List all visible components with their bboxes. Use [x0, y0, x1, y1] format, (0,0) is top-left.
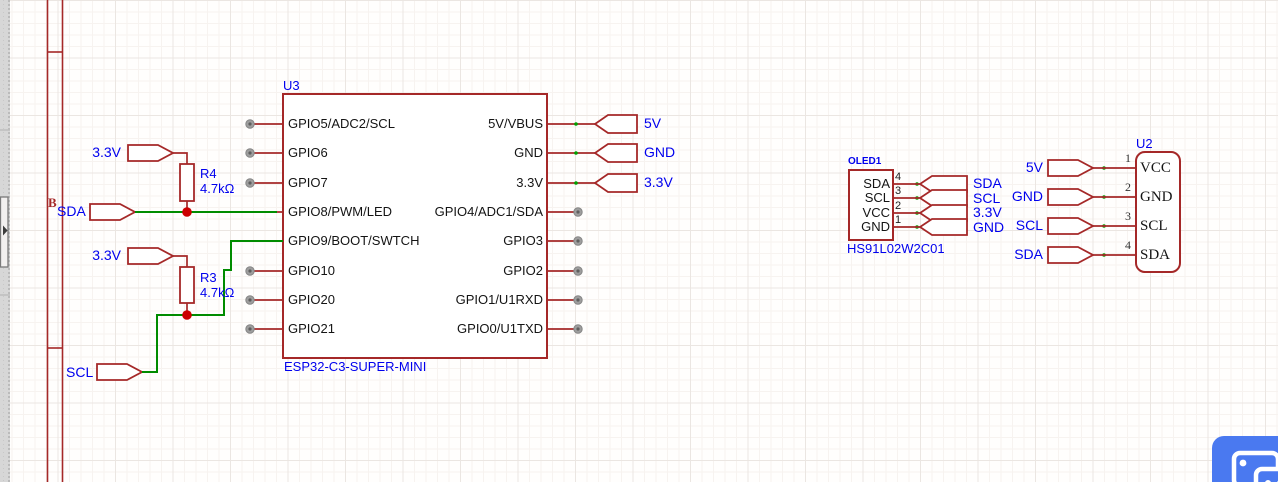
u3-refdes[interactable]: U3 [283, 78, 300, 93]
u3-pin-name: GPIO4/ADC1/SDA [434, 204, 543, 219]
resistor-r3 [179, 266, 195, 304]
sheet-row-label: B [48, 195, 57, 210]
net-flag-5v [593, 114, 638, 134]
u3-pin-name: GPIO8/PWM/LED [288, 204, 393, 219]
net-flag-sda [89, 203, 137, 221]
u2-net-flags [1047, 159, 1095, 264]
u3-pin-name: GPIO0/U1TXD [457, 321, 543, 336]
u2-pin-name: SCL [1140, 218, 1168, 234]
junction-dot-sda [182, 207, 192, 217]
net-label-5v[interactable]: 5V [644, 115, 662, 131]
unconnected-pin-dots [245, 119, 583, 334]
u2-outline [1135, 151, 1181, 273]
sheet-border [46, 0, 64, 482]
panel-expand-arrow-icon [3, 225, 8, 236]
oled1-pin-name: SDA [863, 176, 890, 191]
net-label-oled-scl[interactable]: SCL [973, 190, 1001, 206]
net-flag-scl [96, 363, 144, 381]
oled1-symbol[interactable] [848, 169, 968, 241]
u2-symbol[interactable] [1047, 151, 1181, 273]
oled1-pin-name: SCL [864, 190, 890, 205]
oled1-pin-name: VCC [862, 205, 890, 220]
u3-pin-name: GPIO7 [288, 175, 328, 190]
net-label-gnd[interactable]: GND [644, 144, 676, 160]
u3-pin-name: GND [514, 145, 543, 160]
net-flag-3v3-top [127, 144, 175, 162]
junction-dot-scl [182, 310, 192, 320]
chat-feedback-icon [1231, 450, 1278, 482]
oled1-outline [848, 169, 894, 241]
u2-pin-number: 1 [1125, 151, 1131, 165]
u3-right-pin-wires[interactable] [547, 123, 595, 330]
u2-pin-number: 3 [1125, 209, 1131, 223]
u3-left-pin-wires[interactable] [254, 123, 283, 330]
u3-pin-name: GPIO5/ADC2/SCL [288, 116, 395, 131]
net-label-u2-scl[interactable]: SCL [1015, 217, 1043, 233]
net-label-u2-gnd[interactable]: GND [1011, 188, 1043, 204]
feedback-button[interactable] [1212, 436, 1278, 482]
net-flag-u2-gnd [1047, 188, 1095, 206]
net-flag-3v3 [593, 173, 638, 193]
net-flag-oled-gnd [918, 218, 968, 236]
u3-pin-name: 5V/VBUS [488, 116, 543, 131]
r4-value[interactable]: 4.7kΩ [200, 181, 235, 196]
r4-refdes[interactable]: R4 [200, 166, 217, 181]
u3-pin-name: GPIO1/U1RXD [455, 292, 543, 307]
u3-pin-name: GPIO3 [503, 233, 543, 248]
net-label-oled-gnd[interactable]: GND [973, 219, 1005, 235]
oled1-pin-name: GND [861, 219, 890, 234]
oled1-refdes[interactable]: OLED1 [848, 156, 882, 167]
net-label-sda[interactable]: SDA [57, 203, 86, 219]
oled1-pin-number: 4 [895, 171, 902, 183]
r3-value[interactable]: 4.7kΩ [200, 285, 235, 300]
connection-ticks [574, 122, 1106, 257]
u2-refdes[interactable]: U2 [1136, 136, 1153, 151]
r3-refdes[interactable]: R3 [200, 270, 217, 285]
oled1-pin-number: 2 [895, 200, 902, 212]
u3-pin-name: 3.3V [516, 175, 543, 190]
net-label-3v3-bottom[interactable]: 3.3V [92, 247, 121, 263]
oled1-pin-number: 3 [895, 185, 902, 197]
oled1-pin-number: 1 [895, 214, 902, 226]
net-label-scl[interactable]: SCL [66, 364, 94, 380]
u3-pin-name: GPIO6 [288, 145, 328, 160]
u3-value[interactable]: ESP32-C3-SUPER-MINI [284, 359, 427, 374]
u2-pin-name: SDA [1140, 247, 1171, 263]
net-flag-gnd [593, 143, 638, 163]
u3-symbol-outline[interactable] [282, 93, 548, 359]
net-flag-u2-scl [1047, 217, 1095, 235]
net-flag-u2-sda [1047, 246, 1095, 264]
oled1-net-flags [918, 175, 968, 236]
pullup-network[interactable] [89, 144, 195, 381]
oled1-value[interactable]: HS91L02W2C01 [847, 241, 945, 256]
net-label-u2-sda[interactable]: SDA [1014, 246, 1043, 262]
net-label-3v3[interactable]: 3.3V [644, 174, 673, 190]
wire-scl [142, 240, 283, 373]
net-flag-oled-scl [918, 189, 968, 207]
resistor-r4 [179, 163, 195, 202]
u3-pin-name: GPIO21 [288, 321, 335, 336]
u3-right-net-flags[interactable] [593, 114, 638, 193]
net-wires[interactable] [135, 211, 283, 373]
left-panel-strip[interactable] [0, 0, 10, 482]
net-label-oled-sda[interactable]: SDA [973, 175, 1002, 191]
net-flag-u2-5v [1047, 159, 1095, 177]
u3-pin-name: GPIO10 [288, 263, 335, 278]
u3-pin-name: GPIO20 [288, 292, 335, 307]
net-label-oled-3v3[interactable]: 3.3V [973, 204, 1002, 220]
u2-pin-name: GND [1140, 189, 1173, 205]
net-label-3v3-top[interactable]: 3.3V [92, 144, 121, 160]
u3-pin-name: GPIO9/BOOT/SWTCH [288, 233, 420, 248]
u3-pin-name: GPIO2 [503, 263, 543, 278]
net-label-u2-5v[interactable]: 5V [1025, 159, 1043, 175]
u2-pin-name: VCC [1140, 160, 1171, 176]
net-flag-3v3-bottom [127, 247, 175, 265]
u2-pin-number: 4 [1125, 238, 1131, 252]
u2-pin-number: 2 [1125, 180, 1131, 194]
